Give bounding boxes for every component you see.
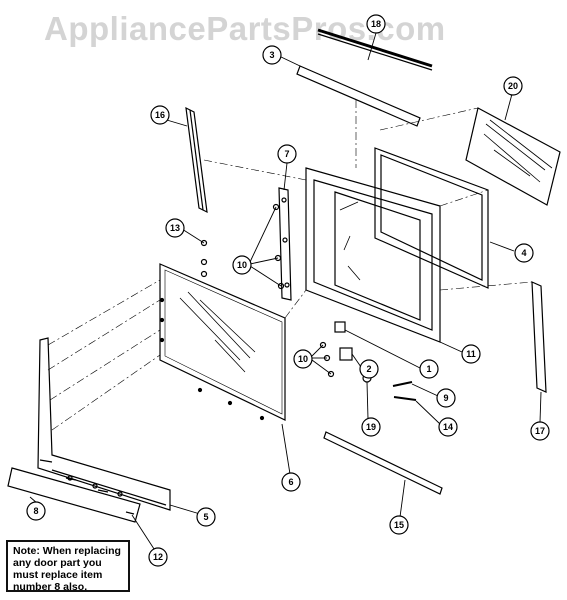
callout-7-label: 7 bbox=[284, 149, 289, 159]
callout-10-lower: 10 bbox=[293, 349, 313, 369]
replacement-note: Note: When replacing any door part you m… bbox=[6, 540, 130, 593]
callout-5: 5 bbox=[196, 507, 216, 527]
callout-8: 8 bbox=[26, 501, 46, 521]
callout-12-label: 12 bbox=[153, 552, 163, 562]
callout-9: 9 bbox=[436, 388, 456, 408]
part-6-outer-panel bbox=[159, 263, 286, 421]
callout-8-label: 8 bbox=[33, 506, 38, 516]
callout-7: 7 bbox=[277, 144, 297, 164]
callout-2-label: 2 bbox=[366, 364, 371, 374]
callout-3-label: 3 bbox=[269, 50, 274, 60]
callout-17-label: 17 bbox=[535, 426, 545, 436]
callout-16: 16 bbox=[150, 105, 170, 125]
note-line-2: any door part you bbox=[13, 557, 102, 569]
callout-6-label: 6 bbox=[288, 477, 293, 487]
part-7-bracket bbox=[278, 187, 292, 301]
part-11-inner-frame bbox=[305, 167, 441, 343]
leader-lines bbox=[29, 32, 542, 553]
callout-3: 3 bbox=[262, 45, 282, 65]
note-line-3: must replace item bbox=[13, 569, 103, 581]
callout-2: 2 bbox=[359, 359, 379, 379]
callout-13-label: 13 bbox=[170, 223, 180, 233]
callout-11: 11 bbox=[461, 344, 481, 364]
callout-1: 1 bbox=[419, 359, 439, 379]
callout-12: 12 bbox=[148, 547, 168, 567]
assembly-lines bbox=[47, 100, 533, 431]
callout-11-label: 11 bbox=[466, 349, 476, 359]
part-15-bottom-strip bbox=[323, 431, 443, 495]
callout-20: 20 bbox=[503, 76, 523, 96]
part-8-bottom-trim bbox=[7, 467, 141, 523]
callout-19: 19 bbox=[361, 417, 381, 437]
callout-4: 4 bbox=[514, 243, 534, 263]
callout-14-label: 14 bbox=[443, 422, 453, 432]
callout-markers: 18 3 20 16 7 13 10 4 10 2 1 11 9 19 14 1… bbox=[26, 14, 550, 567]
callout-10-upper: 10 bbox=[232, 255, 252, 275]
part-17-side-strip bbox=[531, 281, 547, 393]
callout-18: 18 bbox=[366, 14, 386, 34]
callout-5-label: 5 bbox=[203, 512, 208, 522]
callout-18-label: 18 bbox=[371, 19, 381, 29]
callout-13: 13 bbox=[165, 218, 185, 238]
part-5-door-frame bbox=[37, 337, 171, 511]
screws-13-10 bbox=[200, 203, 335, 378]
callout-9-label: 9 bbox=[443, 393, 448, 403]
note-line-1: Note: When replacing bbox=[13, 545, 121, 557]
callout-1-label: 1 bbox=[426, 364, 431, 374]
callout-4-label: 4 bbox=[521, 248, 526, 258]
note-line-4: number 8 also. bbox=[13, 581, 88, 593]
callout-10-upper-label: 10 bbox=[237, 260, 247, 270]
callout-16-label: 16 bbox=[155, 110, 165, 120]
part-20-glass-pane bbox=[465, 107, 561, 206]
callout-19-label: 19 bbox=[366, 422, 376, 432]
part-4-gasket-frame bbox=[374, 147, 489, 289]
part-16-side-strip bbox=[185, 106, 208, 214]
part-12-screws bbox=[39, 459, 135, 515]
callout-20-label: 20 bbox=[508, 81, 518, 91]
callout-14: 14 bbox=[438, 417, 458, 437]
callout-17: 17 bbox=[530, 421, 550, 441]
callout-6: 6 bbox=[281, 472, 301, 492]
callout-15-label: 15 bbox=[394, 520, 404, 530]
part-3-top-strip bbox=[296, 65, 421, 127]
hinge-hardware bbox=[334, 321, 417, 401]
callout-10-lower-label: 10 bbox=[298, 354, 308, 364]
part-18-top-trim bbox=[317, 28, 433, 71]
callout-15: 15 bbox=[389, 515, 409, 535]
